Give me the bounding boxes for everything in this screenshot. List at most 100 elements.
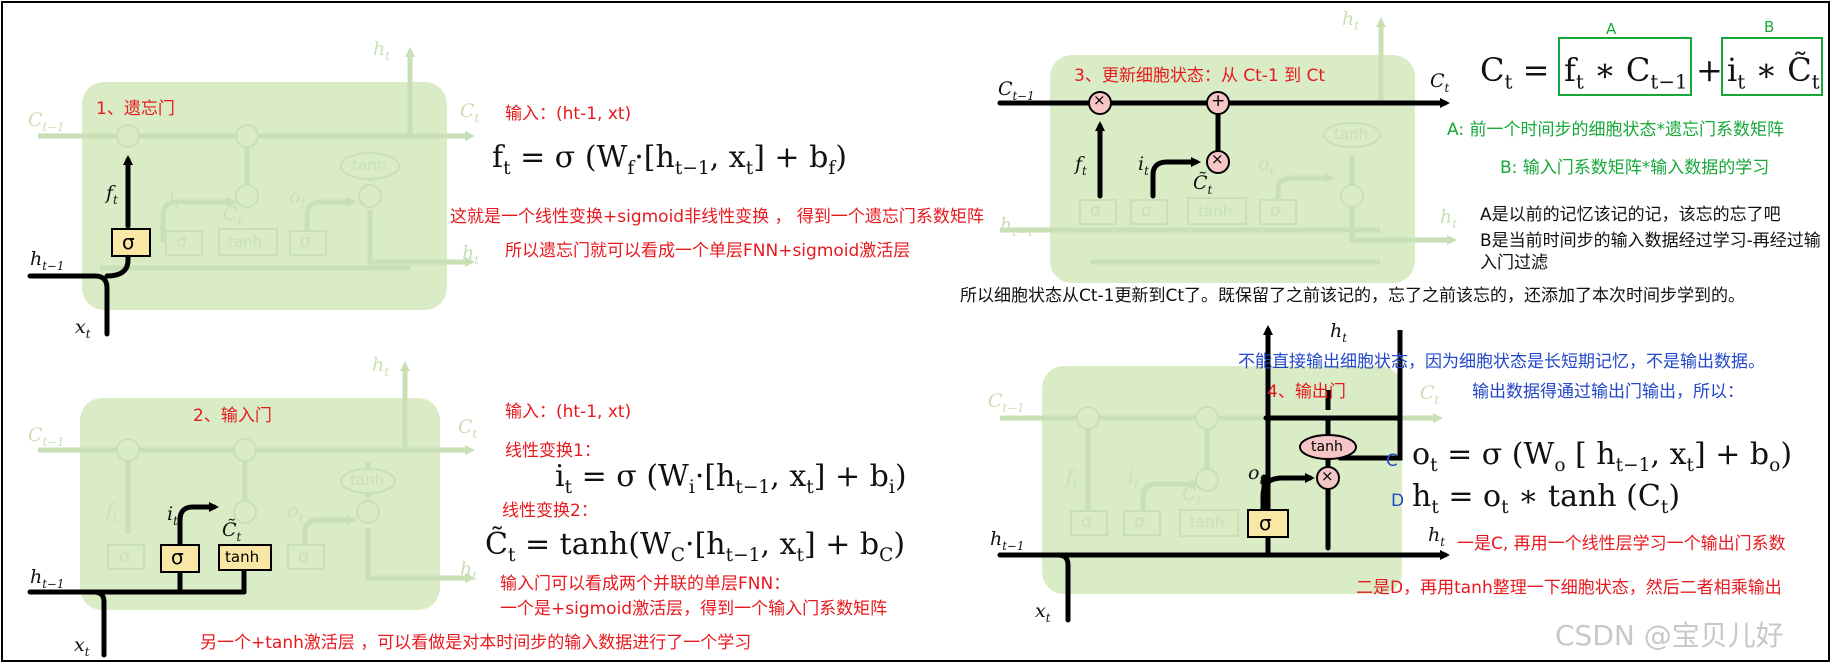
label-it: it bbox=[1138, 153, 1149, 178]
term-b-box bbox=[1721, 37, 1823, 96]
forget-gate-input: 输入：(ht-1, xt) bbox=[505, 104, 632, 124]
label-ot: ot bbox=[1258, 153, 1275, 178]
tanh-op-label: tanh bbox=[1311, 439, 1343, 455]
tanh-gate-faded: tanh bbox=[1198, 202, 1233, 220]
label-ct-tilde: C̃t bbox=[223, 203, 243, 228]
label-ht-out: ht bbox=[1440, 206, 1457, 231]
input-gate-note-3: 另一个+tanh激活层 ，可以看做是对本时间步的输入数据进行了一个学习 bbox=[200, 633, 752, 653]
term-a-label: A bbox=[1606, 20, 1617, 38]
output-gate-equation-c: ot = σ (Wo [ ht−1, xt] + bo) bbox=[1412, 437, 1793, 476]
label-ht-prev: ht−1 bbox=[1000, 214, 1035, 239]
label-ct-out: Ct bbox=[1420, 382, 1440, 407]
output-gate-title: 4、输出门 bbox=[1267, 382, 1346, 402]
label-ot: ot bbox=[289, 186, 306, 211]
output-gate-blue-note-2: 输出数据得通过输出门输出，所以： bbox=[1472, 382, 1744, 402]
cell-update-term-a: ft ∗ Ct−1 bbox=[1564, 51, 1688, 94]
sigma-gate-faded: σ bbox=[1134, 512, 1145, 532]
multiply-op bbox=[1088, 91, 1112, 115]
tanh-gate bbox=[218, 544, 272, 571]
sigma-gate-label: σ bbox=[171, 545, 184, 569]
output-gate-equation-d: ht = ot ∗ tanh (Ct) bbox=[1412, 479, 1681, 518]
panel-forget-gate bbox=[27, 47, 475, 337]
forget-gate-equation: ft = σ (Wf·[ht−1, xt] + bf) bbox=[492, 140, 847, 179]
multiply-op bbox=[1316, 466, 1340, 490]
label-ct-prev: Ct−1 bbox=[28, 109, 65, 134]
add-op bbox=[1206, 91, 1230, 115]
label-ht-prev: ht−1 bbox=[990, 528, 1025, 553]
label-ft: ft bbox=[1066, 466, 1078, 491]
label-ht-out: ht bbox=[462, 242, 479, 267]
tanh-op-faded: tanh bbox=[352, 156, 387, 174]
output-gate-note-2: 二是D，再用tanh整理一下细胞状态，然后二者相乘输出 bbox=[1356, 578, 1782, 598]
label-ct-prev: Ct−1 bbox=[998, 78, 1035, 103]
term-a-note: A: 前一个时间步的细胞状态*遗忘门系数矩阵 bbox=[1447, 120, 1784, 140]
linear-transform-1-label: 线性变换1： bbox=[505, 441, 601, 461]
tanh-op bbox=[1299, 434, 1357, 460]
cell-update-title: 3、更新细胞状态：从 Ct-1 到 Ct bbox=[1074, 66, 1326, 86]
input-gate-note-2: 一个是+sigmoid激活层，得到一个输入门系数矩阵 bbox=[500, 599, 888, 619]
linear-transform-2-label: 线性变换2： bbox=[502, 501, 598, 521]
input-gate-equation-1: it = σ (Wi·[ht−1, xt] + bi) bbox=[555, 459, 907, 498]
label-it: it bbox=[167, 503, 178, 528]
cell-update-plus: + bbox=[1696, 51, 1723, 89]
sigma-gate bbox=[160, 544, 200, 573]
input-gate-note-1: 输入门可以看成两个并联的单层FNN： bbox=[500, 574, 791, 594]
multiply-op bbox=[1206, 150, 1230, 174]
label-ht-prev: ht−1 bbox=[30, 248, 65, 273]
explain-a: A是以前的记忆该记的记，该忘的忘了吧 bbox=[1480, 205, 1781, 225]
panel-output-gate bbox=[997, 325, 1450, 623]
tanh-op-faded: tanh bbox=[350, 471, 385, 489]
label-ft: ft bbox=[106, 182, 118, 207]
label-ht-top: ht bbox=[1330, 320, 1347, 345]
cell-update-term-b: it ∗ C̃t bbox=[1727, 51, 1820, 94]
equation-d-label: D bbox=[1391, 491, 1405, 511]
sigma-gate-label: σ bbox=[1259, 511, 1272, 535]
output-gate-note-1: 一是C, 再用一个线性层学习一个输出门系数 bbox=[1457, 534, 1786, 554]
label-ct-out: Ct bbox=[1430, 70, 1450, 95]
multiply-op-label: × bbox=[1321, 467, 1334, 485]
label-xt: xt bbox=[1035, 600, 1051, 625]
label-ht-prev: ht−1 bbox=[30, 566, 65, 591]
tanh-op-faded: tanh bbox=[1334, 125, 1369, 143]
sigma-gate-faded: σ bbox=[1081, 512, 1092, 532]
term-b-note: B: 输入门系数矩阵*输入数据的学习 bbox=[1500, 158, 1770, 178]
label-ot: ot bbox=[287, 500, 304, 525]
label-ht-out: ht bbox=[460, 558, 477, 583]
forget-gate-title: 1、遗忘门 bbox=[96, 99, 175, 119]
cell-body bbox=[1042, 366, 1402, 594]
label-ft: ft bbox=[1075, 153, 1087, 178]
input-gate-equation-2: C̃t = tanh(WC·[ht−1, xt] + bC) bbox=[485, 527, 906, 566]
add-op-label: + bbox=[1211, 91, 1226, 111]
panel-input-gate bbox=[27, 361, 475, 658]
label-ht-out: ht bbox=[1428, 524, 1445, 549]
input-gate-input: 输入：(ht-1, xt) bbox=[505, 402, 632, 422]
panel-cell-update bbox=[997, 17, 1823, 283]
label-it: it bbox=[1128, 466, 1139, 491]
multiply-op-label: × bbox=[1093, 91, 1106, 109]
label-ct-tilde: C̃t bbox=[1193, 172, 1213, 197]
sigma-gate-faded: σ bbox=[1141, 201, 1152, 221]
tanh-gate-faded: tanh bbox=[228, 233, 263, 251]
explain-b: B是当前时间步的输入数据经过学习-再经过输入门过滤 bbox=[1480, 231, 1821, 274]
sigma-gate-faded: σ bbox=[298, 547, 309, 567]
sigma-gate-faded: σ bbox=[1090, 201, 1101, 221]
sigma-gate-faded: σ bbox=[300, 232, 311, 252]
label-ct-tilde: C̃t bbox=[1182, 483, 1202, 508]
label-ft: ft bbox=[106, 500, 118, 525]
tanh-gate-label: tanh bbox=[225, 548, 260, 566]
label-it: it bbox=[169, 186, 180, 211]
label-ht-top: ht bbox=[1342, 8, 1359, 33]
multiply-op-label: × bbox=[1211, 150, 1224, 168]
label-ct-out: Ct bbox=[460, 100, 480, 125]
label-xt: xt bbox=[75, 316, 91, 341]
label-ct-out: Ct bbox=[458, 416, 478, 441]
label-ct-tilde: C̃t bbox=[222, 519, 242, 544]
term-a-box bbox=[1558, 37, 1692, 96]
label-ht-top: ht bbox=[373, 38, 390, 63]
tanh-gate-faded: tanh bbox=[1190, 513, 1225, 531]
forget-gate-note-1: 这就是一个线性变换+sigmoid非线性变换 ， 得到一个遗忘门系数矩阵 bbox=[450, 207, 984, 227]
label-ct-prev: Ct−1 bbox=[988, 390, 1025, 415]
